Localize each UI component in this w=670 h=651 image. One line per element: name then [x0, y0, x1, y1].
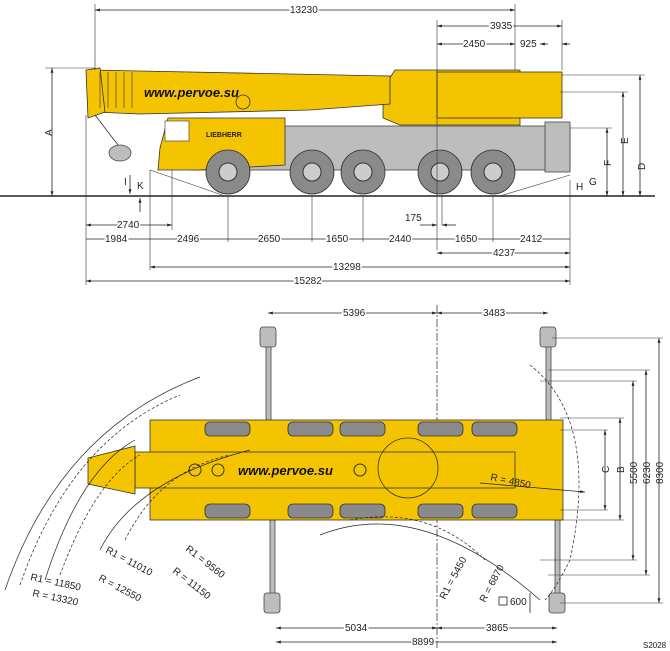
side-view: LIEBHERR www.pervoe.su 13230 3935 2450 9… [0, 4, 655, 289]
outrigger-pad [259, 326, 277, 348]
dim-5034: 5034 [345, 623, 368, 634]
dim-3935: 3935 [490, 21, 513, 32]
dim-175: 175 [405, 213, 422, 224]
radius-R-6870: R = 6870 [478, 563, 507, 605]
label-D: D [637, 163, 648, 170]
dim-4237: 4237 [493, 248, 516, 259]
radius-R-12550: R = 12550 [97, 573, 144, 605]
label-I: I [124, 177, 127, 188]
hook-block [108, 144, 132, 162]
dim-2496: 2496 [177, 234, 200, 245]
wheels [205, 149, 516, 195]
label-B: B [616, 466, 627, 473]
radius-R1-5450: R1 = 5450 [438, 555, 470, 602]
dim-3865: 3865 [486, 623, 509, 634]
pad-square-icon [498, 596, 508, 606]
watermark-top: www.pervoe.su [238, 463, 333, 478]
dim-5396: 5396 [343, 308, 366, 319]
radius-R1-11010: R1 = 11010 [104, 545, 155, 579]
dim-8300: 8300 [655, 461, 666, 484]
dim-13230: 13230 [290, 5, 318, 16]
boom-tip-top [87, 445, 136, 495]
dim-1650-rear: 1650 [455, 234, 478, 245]
outriggers [259, 326, 566, 614]
dim-13298: 13298 [333, 262, 361, 273]
dim-600-pad: 600 [510, 597, 527, 608]
dim-6230: 6230 [642, 461, 653, 484]
watermark: www.pervoe.su [144, 85, 239, 100]
label-E: E [620, 137, 631, 144]
label-K: K [137, 181, 144, 192]
counterweight [436, 71, 563, 119]
cab-window [164, 120, 190, 142]
drawing-code: S2028 [643, 641, 667, 650]
dim-1650: 1650 [326, 234, 349, 245]
dim-5500: 5500 [629, 461, 640, 484]
dim-2740: 2740 [117, 220, 140, 231]
radius-R-11150: R = 11150 [170, 566, 213, 603]
dim-2440: 2440 [389, 234, 412, 245]
dim-1984: 1984 [105, 234, 128, 245]
dim-8899: 8899 [412, 637, 435, 648]
label-A: A [44, 129, 55, 136]
top-view: www.pervoe.su R = 4850 R1 = 11850 R = 13… [4, 305, 667, 650]
brand-logo: LIEBHERR [206, 132, 242, 139]
boom-pivot [235, 94, 251, 110]
label-G: G [589, 177, 597, 188]
label-C: C [601, 466, 612, 473]
axle-spacing-dims: 1984 2496 2650 1650 2440 1650 2412 [86, 233, 570, 247]
dim-2650: 2650 [258, 234, 281, 245]
carrier-rear [544, 121, 571, 173]
slewing-ring [377, 437, 439, 499]
outrigger-pad [263, 592, 281, 614]
dim-2412: 2412 [520, 234, 543, 245]
label-F: F [603, 160, 614, 166]
driver-cab [157, 117, 286, 171]
boom-top [134, 451, 516, 489]
label-H: H [576, 182, 583, 193]
dim-925: 925 [520, 39, 537, 50]
outrigger-pad [539, 326, 557, 348]
dim-15282: 15282 [294, 276, 322, 287]
dim-3483: 3483 [483, 308, 506, 319]
dim-2450: 2450 [463, 39, 486, 50]
tyres-top [204, 421, 518, 519]
